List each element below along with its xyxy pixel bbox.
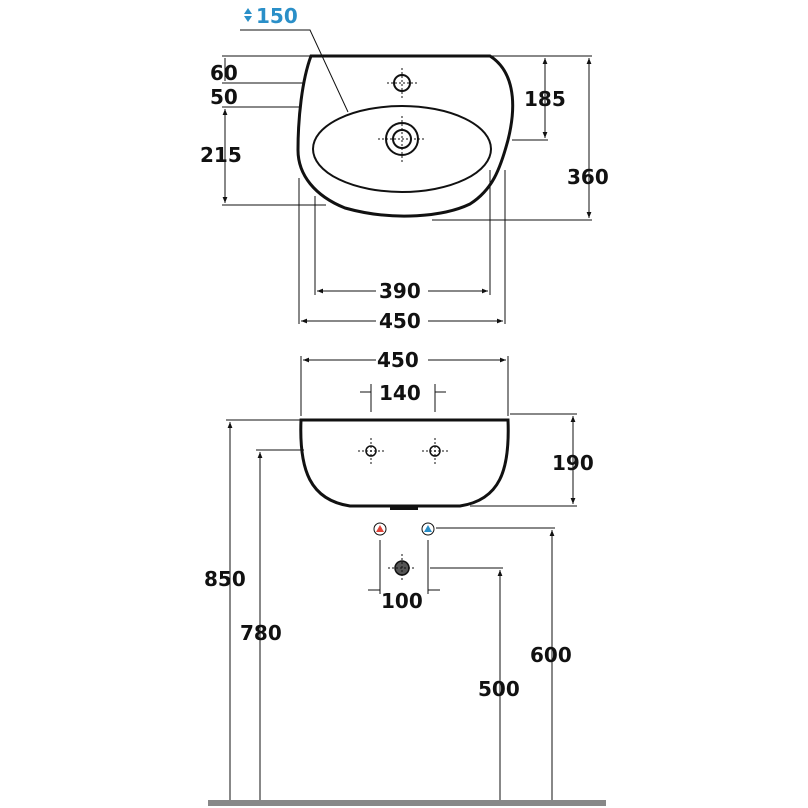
dim-360: 360 [567,165,609,189]
cold-water-marker [421,522,435,536]
basin-front-outline [299,418,510,508]
tap-hole [393,74,411,92]
dim-140: 140 [379,381,421,405]
dim-780: 780 [240,621,282,645]
top-view: 150 60 50 215 185 360 390 450 [200,4,609,333]
waste-outlet [388,554,416,582]
dim-450-front: 450 [377,348,419,372]
depth-label: 150 [256,4,298,28]
depth-indicator: 150 [240,4,349,113]
dim-850: 850 [204,567,246,591]
tap-hole-right [422,438,448,464]
dim-600: 600 [530,643,572,667]
dim-185: 185 [524,87,566,111]
up-down-arrow-icon [244,8,252,22]
dim-450-top: 450 [379,309,421,333]
dim-500: 500 [478,677,520,701]
dim-100: 100 [381,589,423,613]
tap-hole-left [358,438,384,464]
dim-390: 390 [379,279,421,303]
dim-190: 190 [552,451,594,475]
front-view: 450 140 190 850 780 600 [204,347,606,806]
dim-50: 50 [210,85,238,109]
dim-60: 60 [210,61,238,85]
dim-215: 215 [200,143,242,167]
floor-line [208,800,606,806]
drain-outlet [390,506,418,510]
hot-water-marker [373,522,387,536]
